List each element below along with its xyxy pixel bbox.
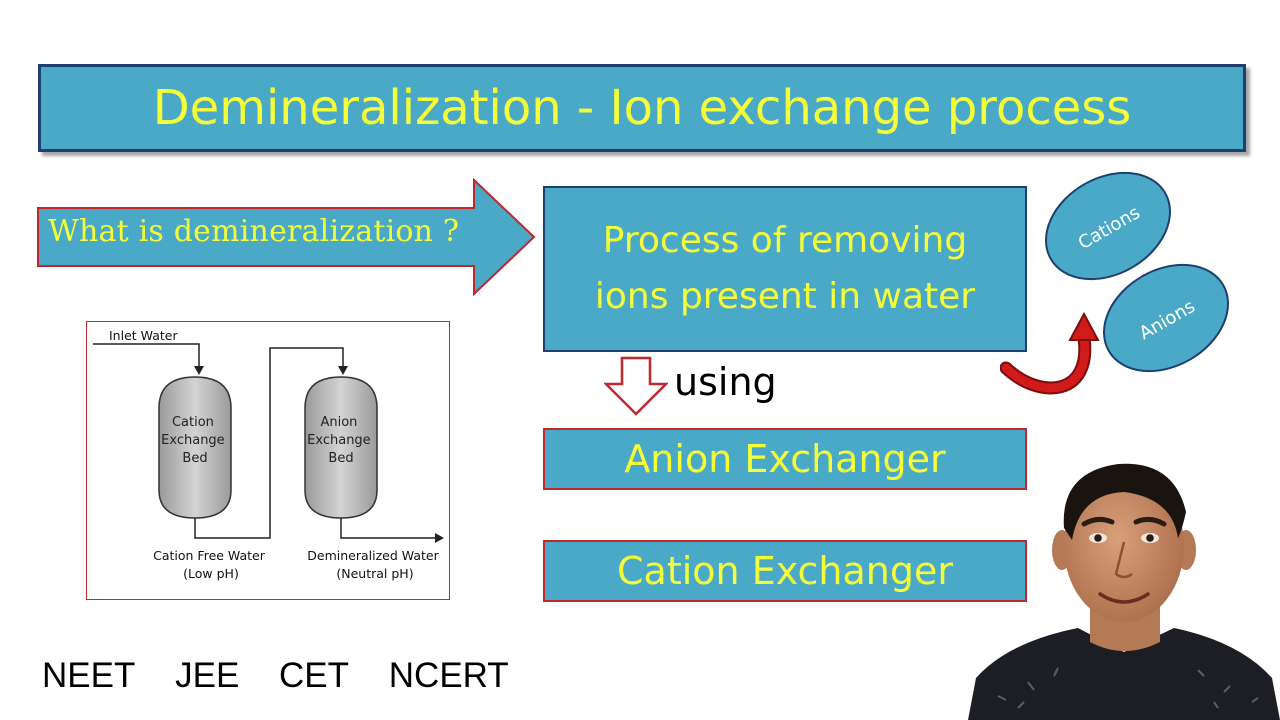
exam-tag-cet: CET [279,656,350,695]
anions-ellipse: Anions [1103,263,1229,373]
inlet-pipe [93,343,204,375]
outlet-pipe [340,518,444,543]
inlet-water-label: Inlet Water [109,328,178,343]
svg-text:Cation Exchange Be: Cation Exchange Bed [161,415,229,466]
anion-bed-line-3: Bed [328,451,353,466]
question-arrow-shape [37,178,536,296]
cation-exchange-tank [158,376,232,519]
anion-exchanger-box: Anion Exchanger [543,428,1027,490]
cation-exchanger-label: Cation Exchanger [617,549,953,593]
definition-line-1: Process of removing [602,220,968,261]
down-arrow-icon [604,356,668,416]
cation-bed-line-2: Exchange [161,433,225,448]
svg-text:Anion Exchange Bed: Anion Exchange Bed [307,415,375,466]
definition-line-2: ions present in water [594,276,976,317]
anion-bed-line-1: Anion [320,415,357,430]
demineralized-ph-label: (Neutral pH) [336,566,413,581]
svg-text:Cation Free Water (Low p: Cation Free Water (Low pH) [153,548,269,581]
exam-tag-jee: JEE [175,656,240,695]
cation-bed-line-1: Cation [172,415,214,430]
cation-bed-line-3: Bed [182,451,207,466]
demineralized-water-label: Demineralized Water [307,548,439,563]
definition-box: Process of removing ions present in wate… [543,186,1027,352]
exam-tag-neet: NEET [42,656,136,695]
cation-exchanger-box: Cation Exchanger [543,540,1027,602]
cations-ellipse: Cations [1045,171,1171,281]
using-label: using [674,360,777,404]
exam-tags: NEET JEE CET NCERT [42,656,539,696]
anion-exchange-tank [304,376,378,519]
presenter-photo [968,463,1280,720]
ions-diagram: Cations Anions [1000,171,1229,395]
process-flow-svg: Inlet Water Cation Exchange Bed Anion Ex… [93,328,444,581]
title-banner: Demineralization - Ion exchange process [38,64,1246,152]
anion-bed-line-2: Exchange [307,433,371,448]
question-text: What is demineralization ? [48,214,460,249]
anion-exchanger-label: Anion Exchanger [624,437,946,481]
curved-arrow-icon [1000,311,1100,395]
process-diagram: Inlet Water Cation Exchange Bed Anion Ex… [86,321,450,600]
page-title: Demineralization - Ion exchange process [152,80,1132,136]
connecting-pipe [194,347,348,539]
svg-text:Demineralized Water (Neu: Demineralized Water (Neutral pH) [307,548,442,581]
exam-tag-ncert: NCERT [388,656,509,695]
cation-free-ph-label: (Low pH) [183,566,239,581]
definition-text: Process of removing ions present in wate… [595,213,975,325]
cation-free-water-label: Cation Free Water [153,548,266,563]
